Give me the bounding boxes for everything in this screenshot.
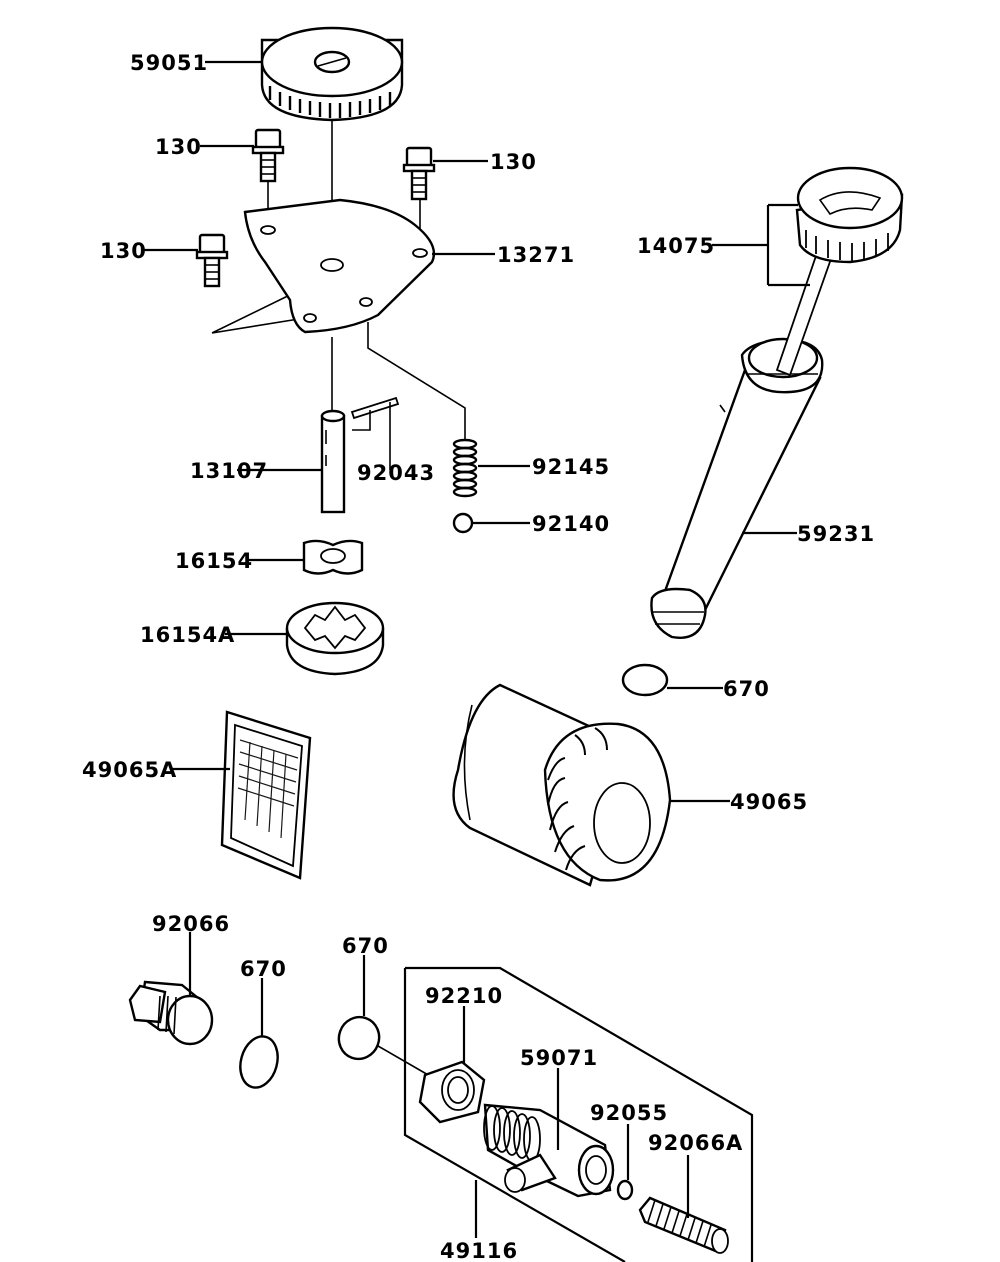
oring-92055 (616, 1179, 634, 1201)
fitting-59071 (483, 1103, 615, 1198)
plate-13271 (243, 198, 436, 334)
label-92055: 92055 (590, 1101, 668, 1125)
dipstick-14075 (775, 166, 904, 377)
label-92066: 92066 (152, 912, 230, 936)
label-13107: 13107 (190, 459, 268, 483)
bolt-130-top-right (402, 146, 436, 201)
label-130-c: 130 (100, 239, 147, 263)
label-92066A: 92066A (648, 1131, 743, 1155)
label-670-b: 670 (240, 957, 287, 981)
label-49065: 49065 (730, 790, 808, 814)
plug-92066A (638, 1196, 729, 1254)
outer-rotor-16154A (285, 601, 385, 676)
label-92043: 92043 (357, 461, 435, 485)
pin-92043 (350, 396, 400, 420)
label-92210: 92210 (425, 984, 503, 1008)
spring-92145 (452, 438, 478, 498)
oil-filter-49065 (452, 683, 672, 887)
label-59071: 59071 (520, 1046, 598, 1070)
label-16154A: 16154A (140, 623, 235, 647)
leader-plate-to-spring (367, 322, 466, 440)
bolt-130-left (195, 233, 229, 288)
tube-59231 (650, 337, 824, 639)
label-92145: 92145 (532, 455, 610, 479)
label-130-a: 130 (155, 135, 202, 159)
leader-130-c-to-plate (211, 289, 306, 334)
label-49065A: 49065A (82, 758, 177, 782)
leader-14075 (712, 203, 810, 287)
oring-670-tube (621, 663, 669, 697)
label-59051: 59051 (130, 51, 208, 75)
label-59231: 59231 (797, 522, 875, 546)
drain-plug-92066 (128, 980, 214, 1046)
label-14075: 14075 (637, 234, 715, 258)
leader-92043-bracket (352, 402, 391, 470)
label-670-a: 670 (723, 677, 770, 701)
gear-59051 (260, 26, 404, 122)
bolt-130-top-left (251, 128, 285, 183)
assembly-frame-49116 (403, 966, 754, 1262)
shaft-13107 (320, 409, 346, 514)
ball-92140 (452, 512, 474, 534)
label-670-c: 670 (342, 934, 389, 958)
oring-670-lower-left (239, 1035, 279, 1089)
label-13271: 13271 (497, 243, 575, 267)
label-49116: 49116 (440, 1239, 518, 1262)
label-92140: 92140 (532, 512, 610, 536)
oring-670-lower-mid (337, 1015, 381, 1061)
label-130-b: 130 (490, 150, 537, 174)
nut-92210 (418, 1060, 486, 1124)
rotor-16154 (302, 539, 364, 575)
screen-49065A (220, 710, 312, 880)
label-16154: 16154 (175, 549, 253, 573)
